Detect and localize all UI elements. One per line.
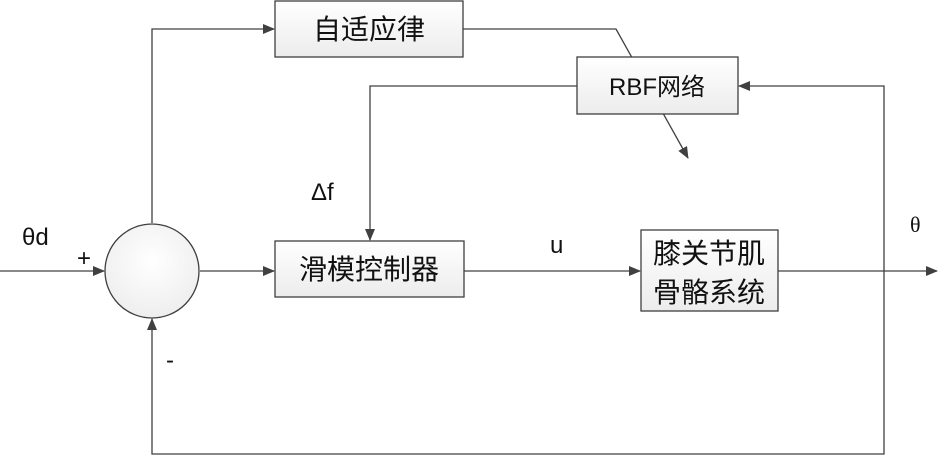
knee-musculoskeletal-system-block[interactable]: 膝关节肌 骨骼系统: [640, 229, 779, 312]
adaptive-law-block[interactable]: 自适应律: [274, 0, 464, 58]
rbf-network-label: RBF网络: [609, 74, 705, 101]
sum-to-adaptive-law-wire: [151, 24, 275, 223]
sliding-mode-controller-block[interactable]: 滑模控制器: [274, 240, 465, 298]
minus-sign: -: [166, 347, 174, 374]
output-to-sum-feedback-wire: [147, 271, 885, 455]
plus-sign: +: [77, 245, 91, 272]
rbf-network-block[interactable]: RBF网络: [576, 56, 739, 115]
control-signal-u-label: u: [550, 232, 563, 259]
output-theta-label: θ: [910, 212, 921, 237]
plant-label-line1: 膝关节肌: [653, 237, 765, 270]
plant-label-line2: 骨骼系统: [653, 276, 765, 309]
reference-signal-label: θd: [22, 224, 49, 251]
summing-junction[interactable]: [104, 223, 200, 319]
sliding-mode-controller-label: 滑模控制器: [299, 253, 439, 286]
adaptive-law-tuning-arrow: [463, 28, 689, 159]
adaptive-law-label: 自适应律: [313, 13, 425, 46]
delta-f-label: Δf: [311, 179, 334, 206]
output-to-rbf-feedback-wire: [738, 81, 885, 271]
rbf-to-controller-wire: [365, 85, 577, 241]
